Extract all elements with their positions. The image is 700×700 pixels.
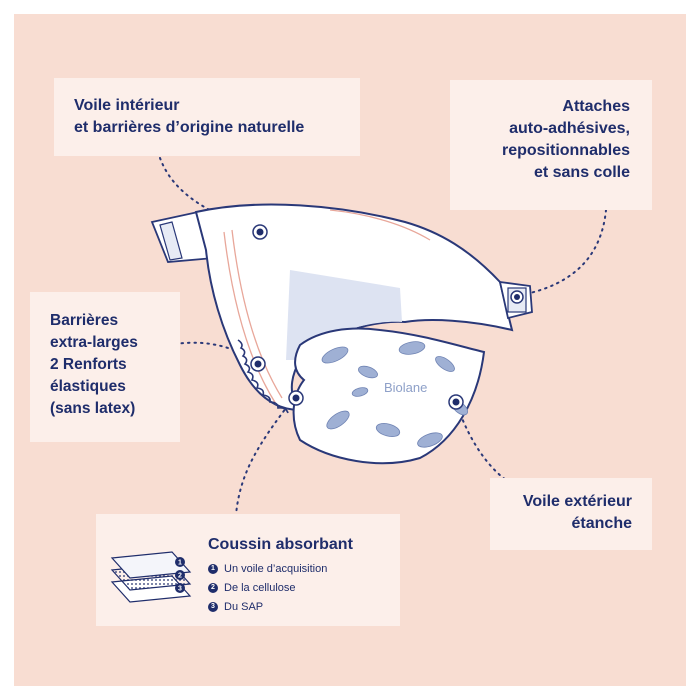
leader-fasteners [515, 209, 607, 297]
label-line: et sans colle [533, 164, 630, 181]
label-line: Voile intérieur [74, 97, 180, 114]
cushion-item-number: 3 [208, 602, 218, 612]
leaf-pattern [321, 341, 469, 448]
label-line: (sans latex) [50, 400, 136, 417]
label-cushion: 1 2 3 Coussin absorbant 1 Un voile d’acq… [96, 514, 400, 626]
cushion-item-number: 2 [208, 583, 218, 593]
label-inner-veil: Voile intérieur et barrières d’origine n… [54, 78, 360, 156]
leader-cushion [235, 399, 293, 516]
cushion-title: Coussin absorbant [208, 536, 353, 553]
svg-text:1: 1 [178, 560, 182, 567]
label-line: Barrières [50, 312, 119, 329]
svg-text:2: 2 [178, 573, 182, 580]
svg-text:3: 3 [178, 586, 182, 593]
label-line: Attaches [562, 98, 630, 115]
barrier-lines [223, 209, 431, 405]
cushion-item: 3 Du SAP [208, 596, 263, 618]
label-line: élastiques [50, 378, 126, 395]
label-line: extra-larges [50, 334, 138, 351]
cushion-item-text: Un voile d’acquisition [224, 563, 328, 575]
label-line: Voile extérieur [522, 493, 632, 510]
label-barriers: Barrières extra-larges 2 Renforts élasti… [30, 292, 180, 442]
label-fasteners: Attaches auto-adhésives, repositionnable… [450, 80, 652, 210]
label-line: repositionnables [501, 142, 630, 159]
cushion-item: 2 De la cellulose [208, 577, 296, 599]
cushion-item-text: De la cellulose [224, 582, 296, 594]
cushion-item-number: 1 [208, 564, 218, 574]
label-outer-veil: Voile extérieur étanche [490, 478, 652, 550]
elastic-ruffle [237, 339, 289, 414]
callout-dots [250, 224, 524, 410]
cushion-item-text: Du SAP [224, 601, 264, 613]
cushion-item: 1 Un voile d’acquisition [208, 558, 327, 580]
cushion-layers-icon: 1 2 3 [110, 551, 192, 603]
label-line: auto-adhésives, [509, 120, 630, 137]
brand-logo: Biolane [384, 380, 427, 395]
label-line: 2 Renforts [50, 356, 127, 373]
label-line: et barrières d’origine naturelle [74, 119, 305, 136]
label-line: étanche [571, 515, 632, 532]
